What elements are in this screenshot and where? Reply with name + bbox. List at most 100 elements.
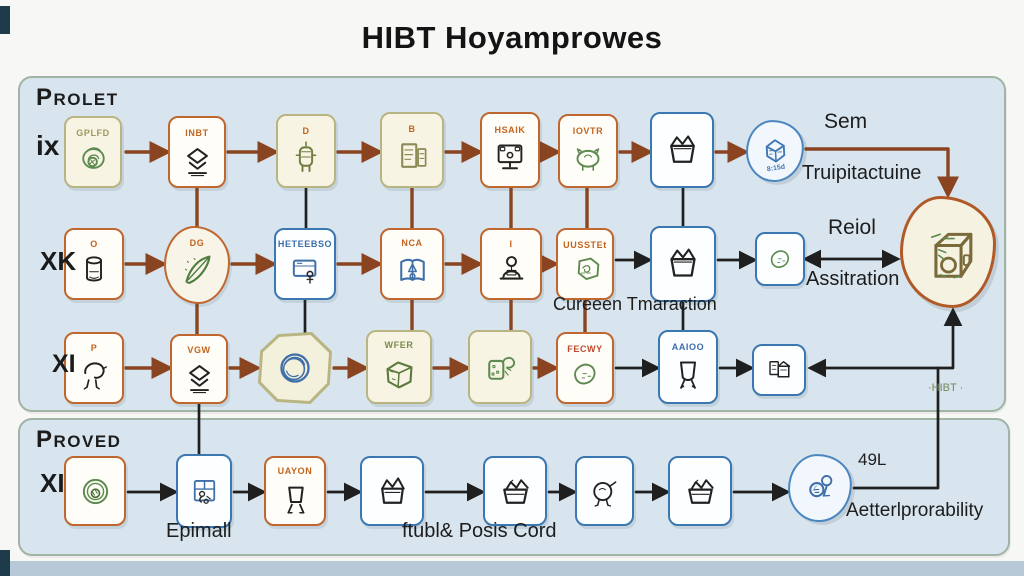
dg-icon-wrap [174, 248, 220, 294]
b-icon-wrap [390, 134, 435, 179]
cylinder-icon [86, 256, 102, 282]
d-label: D [302, 126, 310, 136]
openbox-2-icon-wrap [660, 241, 706, 287]
b-node: B [380, 112, 444, 188]
window-person-icon-wrap [185, 472, 224, 511]
snail-icon [81, 146, 105, 169]
bird-icon [83, 362, 107, 390]
i-node: I [480, 228, 542, 300]
round-bird-node [575, 456, 634, 526]
posis-label: ftubl& Posis Cord [402, 520, 557, 542]
heteebso-label: HETEEBSO [277, 238, 333, 249]
trophy-legs-icon [286, 486, 304, 514]
page-title: HIBT Hoyamprowes [361, 20, 663, 55]
inbt-node: INBT [168, 116, 226, 188]
bottom-band [0, 561, 1024, 576]
cube-icon [765, 139, 785, 163]
edge-30 [807, 358, 940, 490]
round-bird-icon [593, 480, 617, 507]
hibt-machine-node [900, 196, 996, 308]
gplfd-label: GPLFD [76, 127, 110, 138]
truipitactuine-label: Truipitactuine [802, 162, 922, 184]
b-label: B [408, 123, 416, 134]
aaioo-node: AAIOO [658, 330, 718, 404]
aaioo-label: AAIOO [671, 342, 705, 352]
o-node: O [64, 228, 124, 300]
machine-icon [292, 259, 316, 284]
cheese-icon-wrap [478, 345, 523, 390]
frog-circles-icon [82, 478, 108, 504]
l49-label: 49L [858, 450, 887, 469]
documents-icon [400, 142, 426, 168]
row2-label: XK [40, 246, 77, 276]
basket-icon [687, 478, 714, 504]
openbox-1-node [650, 112, 714, 188]
blob-icon [770, 249, 789, 268]
p-icon-wrap [73, 353, 115, 395]
monitor-icon [497, 144, 523, 170]
inbt-icon-wrap [177, 138, 218, 179]
row1-label: ix [36, 130, 60, 161]
row4-label: XI [40, 468, 65, 498]
circle-scribble-icon [280, 353, 310, 383]
d-node: D [276, 114, 336, 188]
hsaik-node: HSAIK [480, 112, 540, 188]
nca-icon-wrap [390, 248, 435, 293]
vgw-icon-wrap [179, 355, 220, 396]
heteebso-node: HETEEBSO [274, 228, 336, 300]
box-pages-icon-wrap [761, 352, 797, 388]
basket-2-icon-wrap [678, 469, 723, 514]
openbox-1-icon-wrap [660, 128, 705, 173]
person-desk-icon [499, 255, 523, 280]
uayon-label: UAYON [277, 465, 313, 476]
nca-label: NCA [401, 237, 423, 248]
diamond-stack-icon [186, 147, 208, 176]
aetter-label: Aetterlprorability [846, 500, 984, 521]
magnifier-icon [808, 474, 832, 497]
wfer-icon-wrap [376, 350, 422, 396]
cheese-icon [487, 356, 515, 380]
open-box-icon [669, 134, 695, 163]
box-pages-node [752, 344, 806, 396]
frog-icon-wrap [74, 470, 117, 513]
o-icon-wrap [73, 249, 115, 291]
trophy-icon [679, 361, 697, 389]
washer-icon [930, 232, 972, 278]
hexblob-icon [577, 257, 599, 280]
search-blob-icon-wrap [796, 464, 843, 511]
green-box-icon [386, 361, 413, 389]
gplfd-icon-wrap [73, 138, 114, 179]
wfer-node: WFER [366, 330, 432, 404]
diamond-stack-icon [188, 364, 210, 393]
book-icon [399, 258, 425, 281]
greenblob-icon-wrap [763, 242, 798, 277]
uusstet-label: UUSSTEt [563, 239, 607, 250]
leaf-icon [184, 255, 211, 284]
i-label: I [509, 238, 513, 249]
p-label: P [90, 343, 98, 353]
corner-mark-top-left [0, 6, 10, 34]
hsaik-icon-wrap [489, 135, 531, 177]
robot-icon [295, 141, 317, 172]
aaioo-icon-wrap [667, 352, 709, 394]
hex-wheel-inner [261, 335, 329, 401]
reiol-label: Reiol [828, 216, 876, 239]
gplfd-node: GPLFD [64, 116, 122, 188]
edge-7 [804, 147, 960, 199]
fecwy-label: FECWY [567, 343, 603, 354]
hibt-machine-icon-wrap [915, 219, 982, 286]
basket-2-node [668, 456, 732, 526]
sem-label: Sem [824, 110, 868, 133]
hsaik-label: HSAIK [494, 125, 526, 135]
box-items-node [360, 456, 424, 526]
window-person-icon [193, 479, 215, 504]
corner-mark-bottom-left [0, 550, 10, 576]
fecwy-icon-wrap [565, 354, 606, 395]
window-person-node [176, 454, 232, 528]
iovtr-node: IOVTR [558, 114, 618, 188]
open-box-icon [670, 248, 696, 277]
uusstet-icon-wrap [565, 250, 606, 291]
basket-icon [502, 478, 529, 504]
round-bird-icon-wrap [584, 471, 625, 512]
